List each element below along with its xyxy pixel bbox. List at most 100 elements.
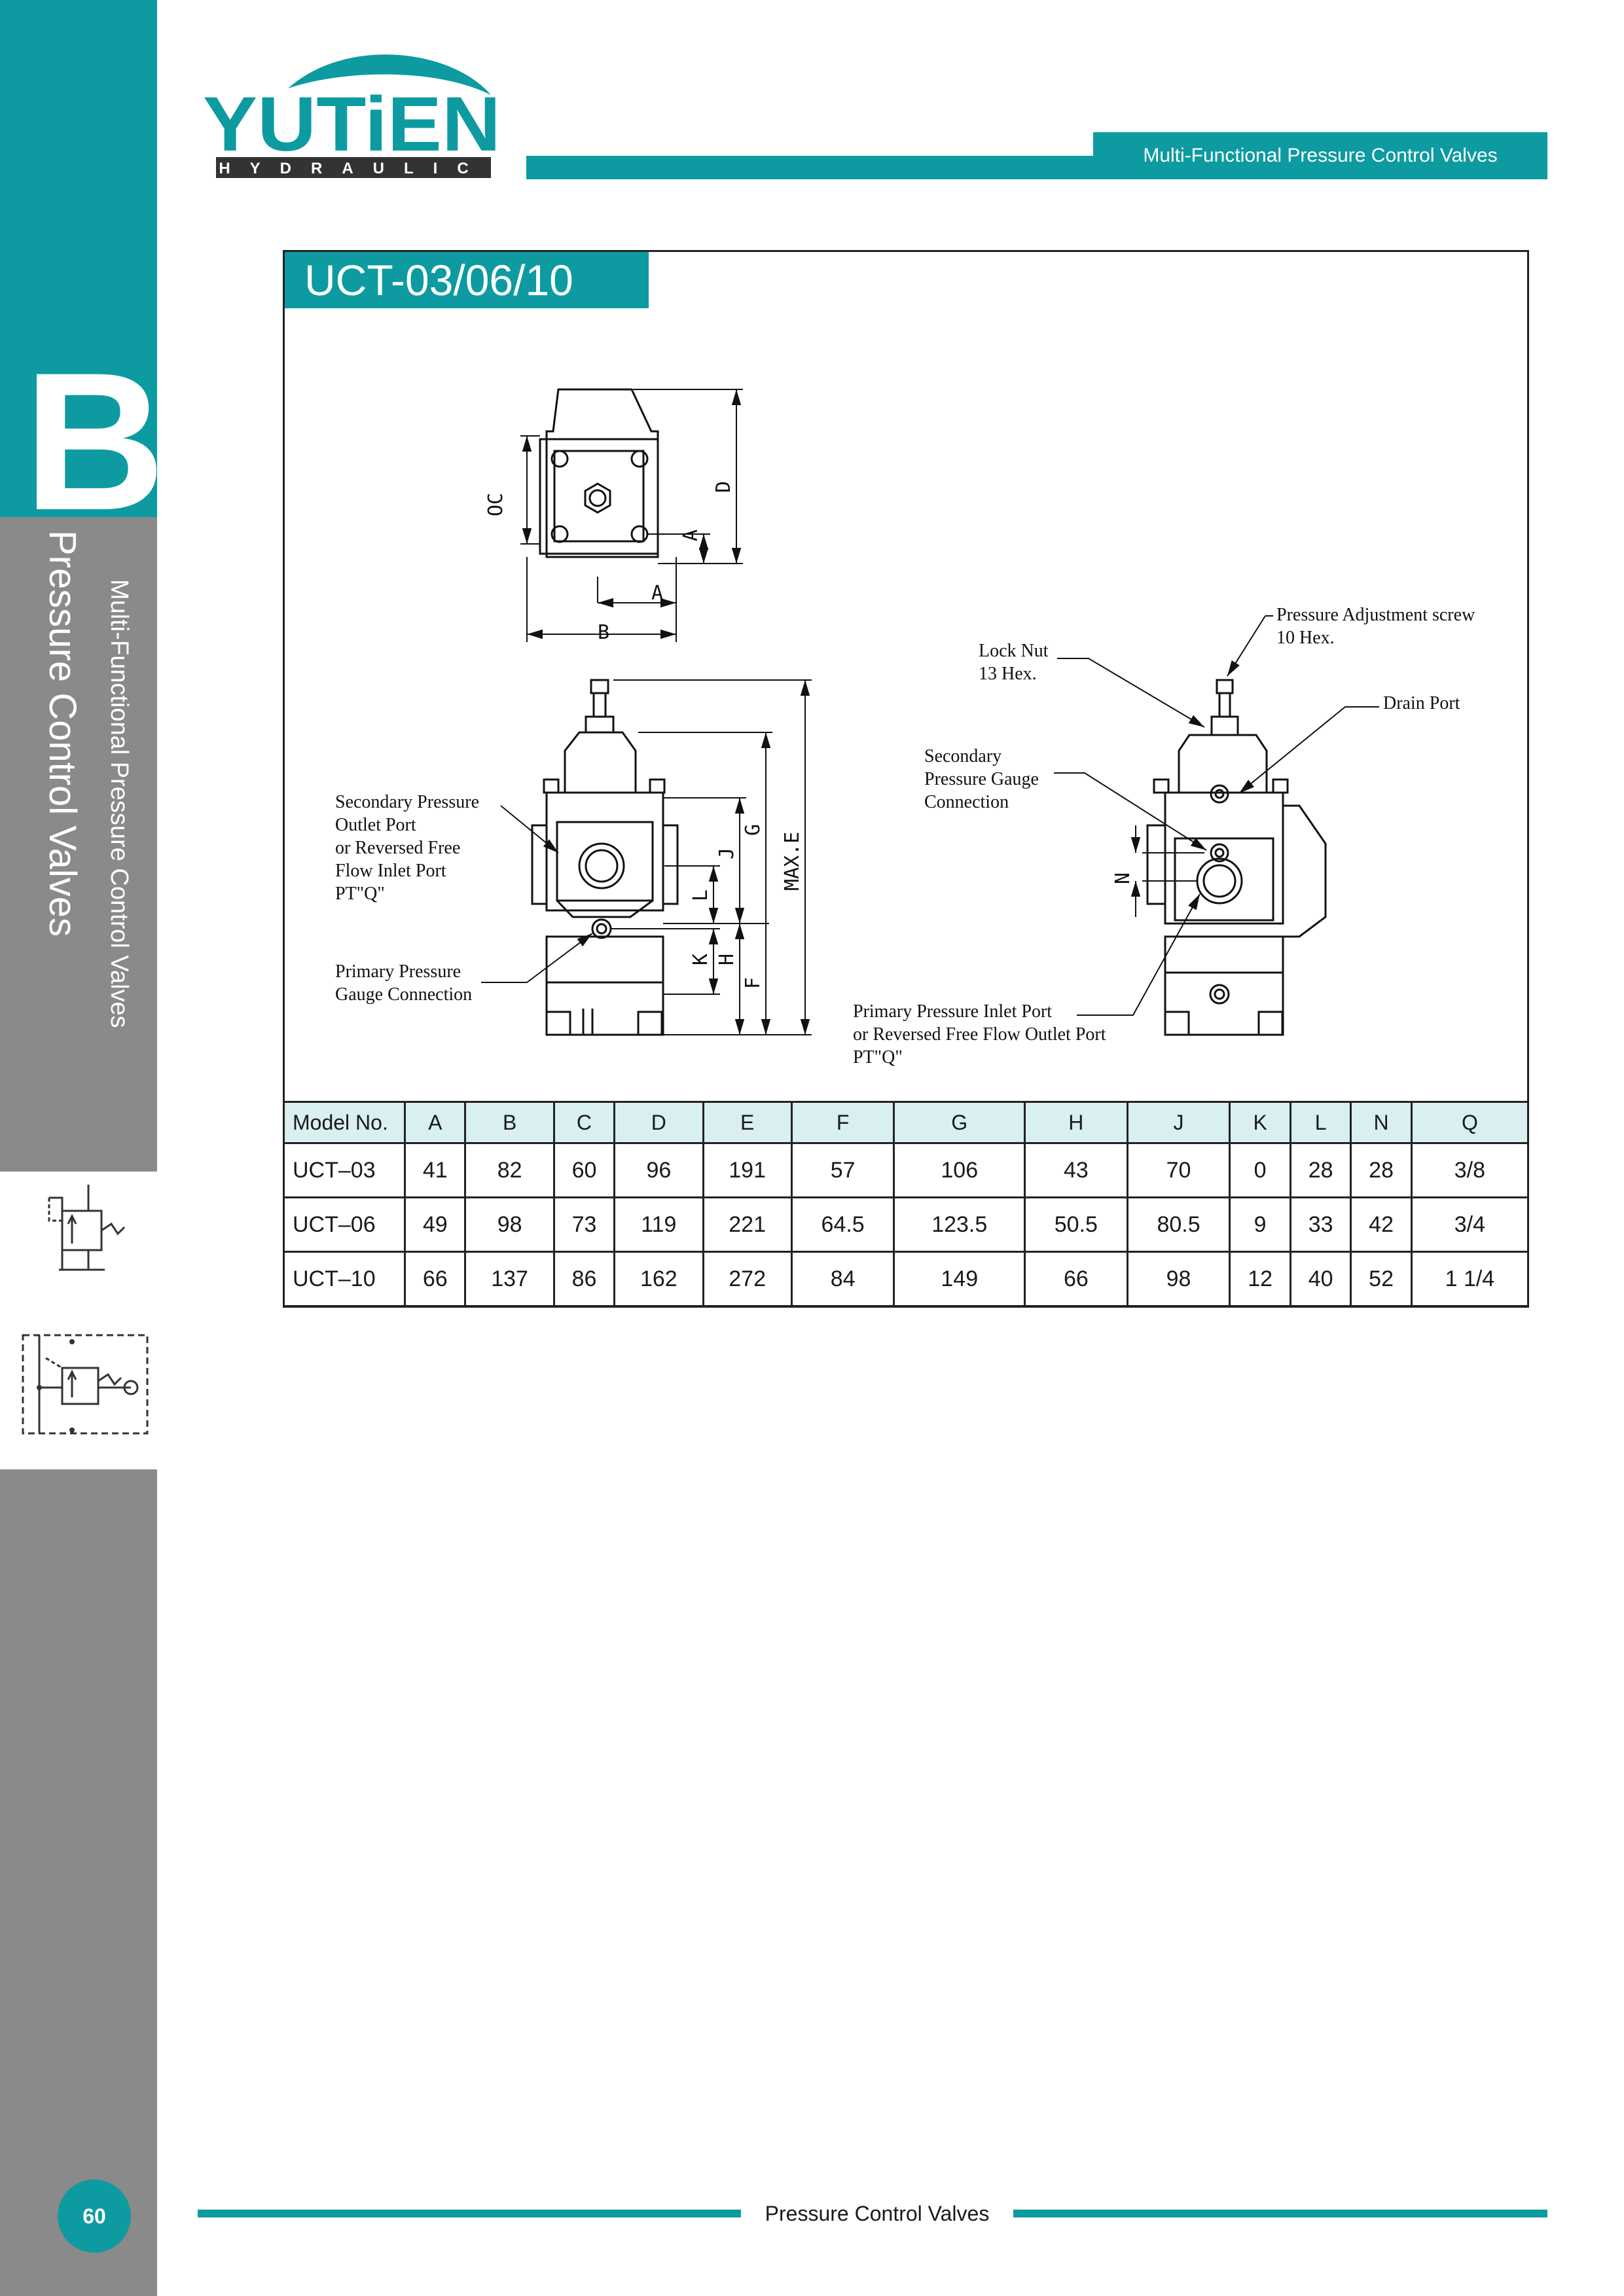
label-primary-gauge-1: Primary Pressure xyxy=(335,961,461,982)
table-cell: 50.5 xyxy=(1024,1196,1128,1253)
table-header-cell: G xyxy=(893,1101,1026,1144)
sidebar-top-band xyxy=(0,0,157,517)
hydraulic-symbol-icons xyxy=(22,1185,149,1435)
front-view xyxy=(1146,679,1327,1036)
label-pressure-adjust-2: 10 Hex. xyxy=(1276,628,1335,648)
table-header-cell: Q xyxy=(1410,1101,1530,1144)
table-cell: 149 xyxy=(893,1251,1026,1307)
table-cell: 119 xyxy=(613,1196,704,1253)
dim-b: B xyxy=(598,621,609,644)
table-cell: 33 xyxy=(1289,1196,1352,1253)
section-letter: B xyxy=(24,331,166,551)
table-cell: 42 xyxy=(1350,1196,1413,1253)
side-view xyxy=(531,679,679,1036)
table-header-cell: N xyxy=(1350,1101,1413,1144)
table-cell: 49 xyxy=(403,1196,467,1253)
dim-j: J xyxy=(715,848,738,859)
table-cell: 123.5 xyxy=(893,1196,1026,1253)
label-secondary-outlet-5: PT"Q" xyxy=(335,884,385,904)
footer-bar-right xyxy=(1013,2210,1547,2217)
table-cell: 28 xyxy=(1289,1142,1352,1198)
table-cell: 40 xyxy=(1289,1251,1352,1307)
table-header-cell: C xyxy=(552,1101,616,1144)
model-title: UCT-03/06/10 xyxy=(285,252,649,308)
label-primary-gauge-2: Gauge Connection xyxy=(335,984,472,1005)
table-cell: 191 xyxy=(702,1142,793,1198)
page-number: 60 xyxy=(58,2179,131,2253)
dim-d: D xyxy=(712,481,735,493)
dim-a-horizontal: A xyxy=(651,582,663,605)
table-cell: 66 xyxy=(1024,1251,1128,1307)
table-cell: 57 xyxy=(790,1142,895,1198)
table-header-row: Model No. A B C D E F G H J K L N Q xyxy=(283,1101,1530,1144)
table-header-cell: H xyxy=(1024,1101,1128,1144)
table-row: UCT–10 66 137 86 162 272 84 149 66 98 12… xyxy=(283,1251,1530,1307)
table-cell: 12 xyxy=(1229,1251,1291,1307)
label-secondary-gauge-1: Secondary xyxy=(924,746,1001,766)
table-cell: 64.5 xyxy=(790,1196,895,1253)
table-cell: 0 xyxy=(1229,1142,1291,1198)
table-header-cell: E xyxy=(702,1101,793,1144)
table-header-cell: F xyxy=(790,1101,895,1144)
table-cell: 98 xyxy=(464,1196,555,1253)
label-lock-nut-2: 13 Hex. xyxy=(979,664,1037,684)
table-header-cell: B xyxy=(464,1101,555,1144)
label-primary-inlet-3: PT"Q" xyxy=(853,1047,903,1067)
table-cell: UCT–10 xyxy=(283,1251,406,1307)
table-cell: 3/4 xyxy=(1410,1196,1530,1253)
top-view xyxy=(539,388,659,558)
table-cell: 98 xyxy=(1126,1251,1231,1307)
dim-n: N xyxy=(1111,872,1134,884)
table-header-cell: L xyxy=(1289,1101,1352,1144)
dim-l: L xyxy=(689,889,712,901)
table-cell: 70 xyxy=(1126,1142,1231,1198)
dimension-table: Model No. A B C D E F G H J K L N Q UCT–… xyxy=(283,1101,1530,1307)
table-header-cell: A xyxy=(403,1101,467,1144)
table-cell: 52 xyxy=(1350,1251,1413,1307)
table-cell: 106 xyxy=(893,1142,1026,1198)
brand-sub: HYDRAULIC xyxy=(219,160,488,177)
table-cell: 80.5 xyxy=(1126,1196,1231,1253)
table-cell: UCT–06 xyxy=(283,1196,406,1253)
table-cell: 60 xyxy=(552,1142,616,1198)
label-lock-nut-1: Lock Nut xyxy=(979,641,1049,661)
sidebar-subtitle: Multi-Functional Pressure Control Valves xyxy=(105,579,133,1028)
sidebar-bottom-band xyxy=(0,1469,157,2296)
table-cell: 137 xyxy=(464,1251,555,1307)
table-cell: 1 1/4 xyxy=(1410,1251,1530,1307)
sidebar-symbol-area xyxy=(0,1172,157,1469)
label-secondary-outlet-2: Outlet Port xyxy=(335,815,416,835)
brand-name: YUTiEN xyxy=(203,81,501,168)
sidebar-title: Pressure Control Valves xyxy=(41,530,84,937)
label-pressure-adjust-1: Pressure Adjustment screw xyxy=(1276,605,1475,625)
table-header-cell: D xyxy=(613,1101,704,1144)
table-cell: 86 xyxy=(552,1251,616,1307)
table-header-cell: K xyxy=(1229,1101,1291,1144)
sidebar-mid-band xyxy=(0,517,157,1172)
dim-g: G xyxy=(742,824,765,836)
dim-max-e: MAX.E xyxy=(781,832,804,891)
dimension-drawing: A B OC D A MAX.E G J L K H F N Pressure … xyxy=(335,388,1475,1067)
table-cell: 3/8 xyxy=(1410,1142,1530,1198)
dim-a-vertical: A xyxy=(679,529,702,541)
table-header-cell: Model No. xyxy=(283,1101,406,1144)
footer-title: Pressure Control Valves xyxy=(765,2202,990,2225)
table-cell: 66 xyxy=(403,1251,467,1307)
drawing-frame xyxy=(283,250,1529,1308)
dim-h: H xyxy=(715,954,738,965)
table-cell: 43 xyxy=(1024,1142,1128,1198)
label-secondary-gauge-2: Pressure Gauge xyxy=(924,769,1039,789)
dim-oc: OC xyxy=(484,493,507,516)
table-cell: UCT–03 xyxy=(283,1142,406,1198)
dim-k: K xyxy=(689,954,712,965)
table-cell: 41 xyxy=(403,1142,467,1198)
label-secondary-outlet-1: Secondary Pressure xyxy=(335,792,479,812)
footer-bar-left xyxy=(198,2210,741,2217)
dim-f: F xyxy=(742,977,765,989)
label-primary-inlet-1: Primary Pressure Inlet Port xyxy=(853,1001,1052,1022)
table-row: UCT–03 41 82 60 96 191 57 106 43 70 0 28… xyxy=(283,1142,1530,1198)
table-cell: 73 xyxy=(552,1196,616,1253)
label-primary-inlet-2: or Reversed Free Flow Outlet Port xyxy=(853,1024,1106,1045)
label-secondary-outlet-3: or Reversed Free xyxy=(335,838,460,858)
table-cell: 84 xyxy=(790,1251,895,1307)
